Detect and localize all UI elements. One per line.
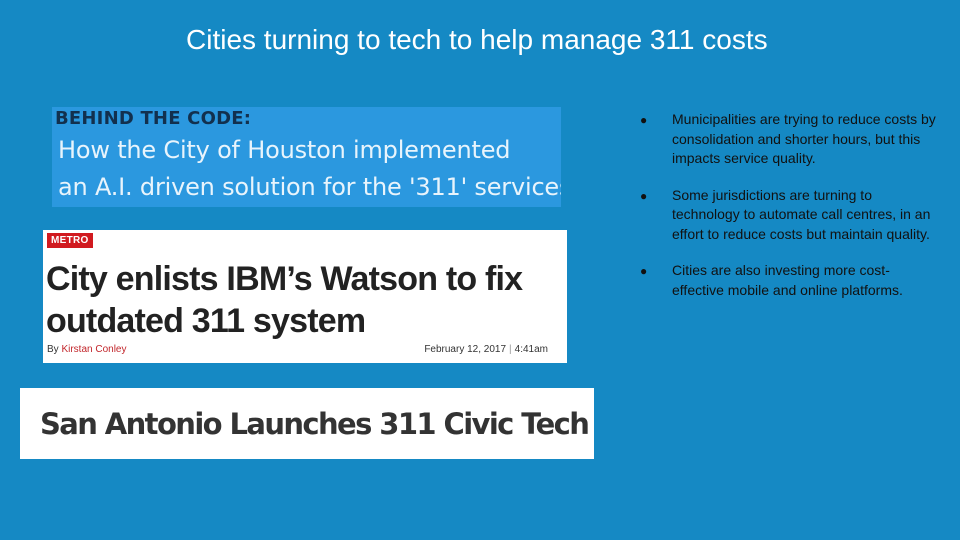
bullet-item: ● Municipalities are trying to reduce co… [636,110,936,169]
bullet-list: ● Municipalities are trying to reduce co… [636,110,936,317]
sanantonio-article-clipping: San Antonio Launches 311 Civic Tech App [20,388,594,459]
bullet-text: Municipalities are trying to reduce cost… [672,111,936,166]
author-name: Kirstan Conley [61,344,127,355]
bullet-item: ● Some jurisdictions are turning to tech… [636,186,936,245]
bullet-dot-icon: ● [640,264,648,278]
houston-article-clipping: BEHIND THE CODE: How the City of Houston… [52,107,561,207]
bullet-text: Cities are also investing more cost-effe… [672,262,903,298]
article-headline-line-2: an A.I. driven solution for the '311' se… [58,173,561,201]
nypost-article-clipping: METRO City enlists IBM’s Watson to fix o… [43,230,567,363]
dateline-separator: | [509,344,512,355]
article-kicker: BEHIND THE CODE: [55,108,252,129]
article-headline-line-2: outdated 311 system [46,302,366,340]
slide-title: Cities turning to tech to help manage 31… [186,24,768,55]
article-byline: By Kirstan Conley [47,344,126,355]
article-headline: San Antonio Launches 311 Civic Tech App [40,407,594,441]
metro-section-badge: METRO [47,233,93,248]
bullet-dot-icon: ● [640,113,648,127]
article-time: 4:41am [514,344,548,355]
bullet-text: Some jurisdictions are turning to techno… [672,186,931,242]
article-headline-line-1: How the City of Houston implemented [58,136,511,164]
byline-prefix: By [47,344,59,355]
article-headline-line-1: City enlists IBM’s Watson to fix [46,260,523,298]
bullet-dot-icon: ● [640,188,648,203]
article-date: February 12, 2017 [424,344,507,355]
bullet-item: ● Cities are also investing more cost-ef… [636,261,936,300]
article-dateline: February 12, 2017|4:41am [424,344,548,355]
